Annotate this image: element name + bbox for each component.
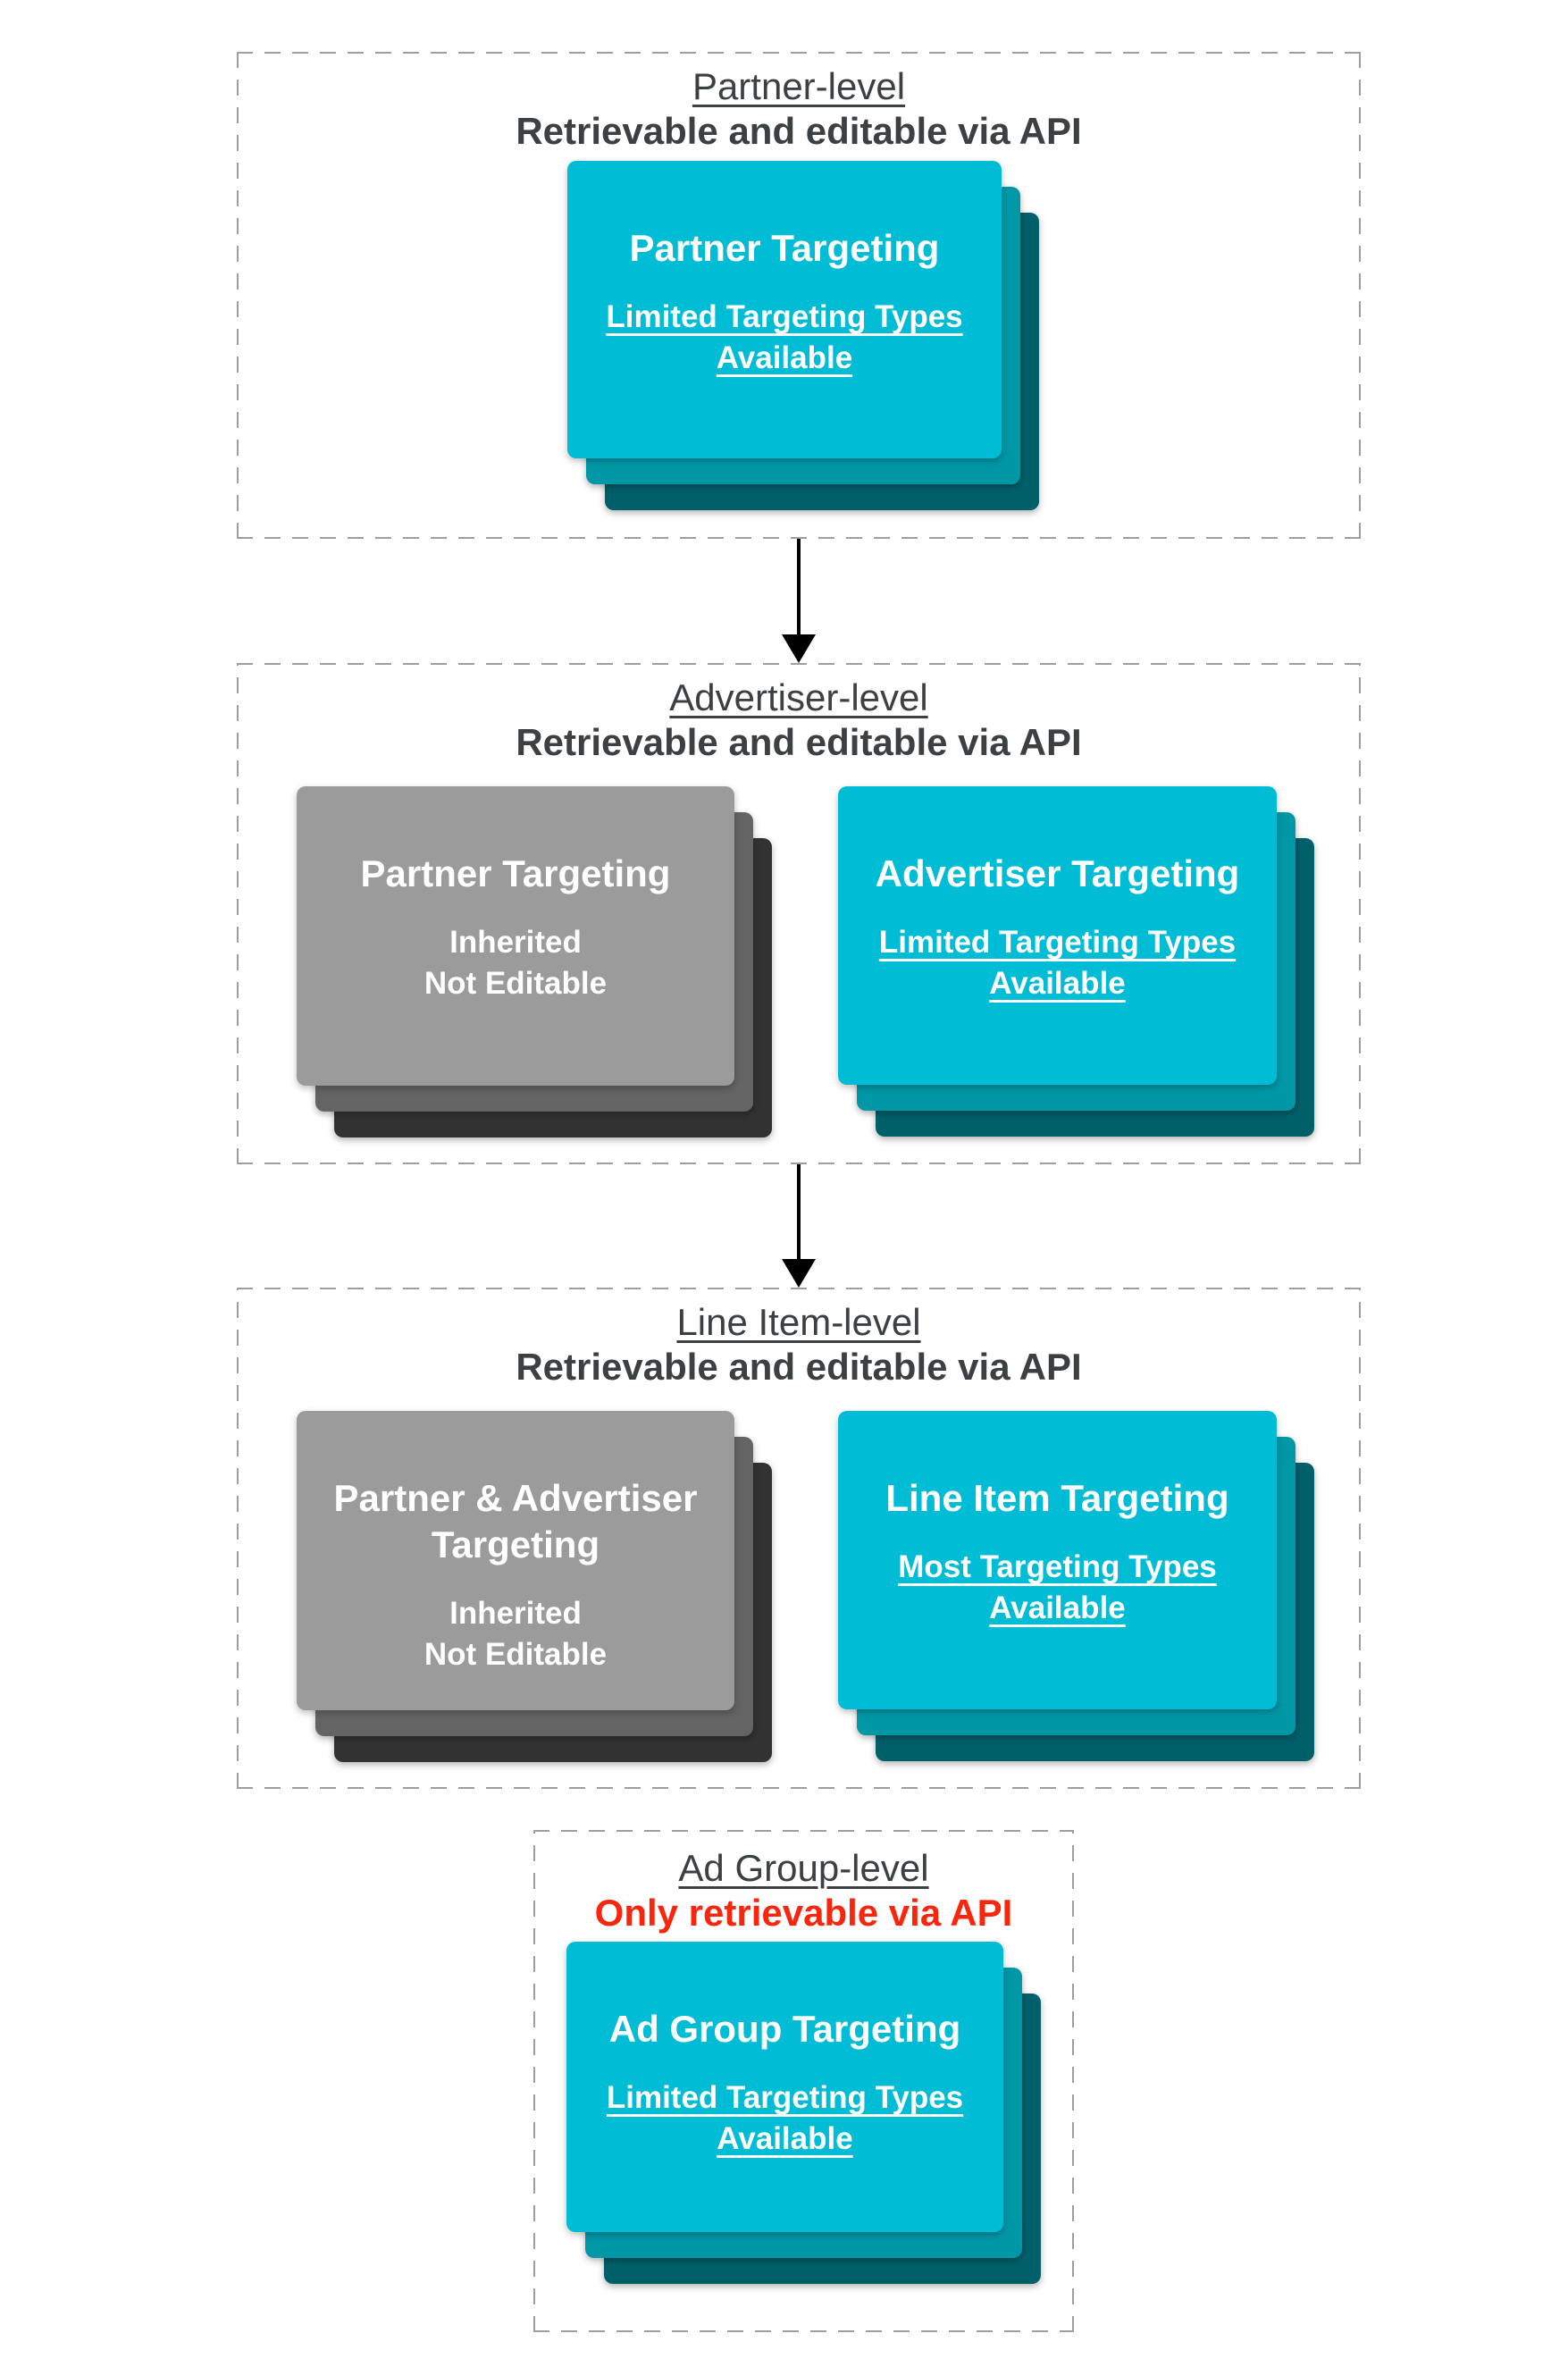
section-subtitle: Retrievable and editable via API <box>516 721 1082 763</box>
card-title: Advertiser Targeting <box>875 852 1240 894</box>
card-subtext: Inherited Not Editable <box>297 922 734 1004</box>
card-title: Partner & Advertiser Targeting <box>333 1477 698 1565</box>
arrow-head <box>782 634 816 663</box>
card-subtext-line: Available <box>717 2121 853 2156</box>
card-stack-partner-advertiser-targeting: Partner & Advertiser Targeting Inherited… <box>297 1411 772 1762</box>
card-stack-line-item-targeting: Line Item Targeting Most Targeting Types… <box>838 1411 1314 1761</box>
section-ad-group-level: Ad Group-level Only retrievable via API … <box>533 1830 1074 2332</box>
card-subtext: Limited Targeting Types Available <box>838 922 1277 1004</box>
card-title: Partner Targeting <box>629 227 940 269</box>
section-subtitle: Retrievable and editable via API <box>516 1346 1082 1388</box>
card-title: Ad Group Targeting <box>608 2008 961 2050</box>
section-title: Advertiser-level <box>669 676 928 718</box>
card-subtext-line: Not Editable <box>423 966 608 1001</box>
down-arrow-icon <box>782 539 816 663</box>
card-ad-group-targeting: Ad Group Targeting Limited Targeting Typ… <box>566 1942 1003 2232</box>
arrow-head <box>782 1259 816 1288</box>
card-subtext-line: Available <box>989 966 1126 1001</box>
card-subtext-line: Available <box>989 1591 1126 1625</box>
section-subtitle: Only retrievable via API <box>594 1892 1013 1934</box>
card-line-item-targeting: Line Item Targeting Most Targeting Types… <box>838 1411 1277 1709</box>
card-partner-advertiser-targeting: Partner & Advertiser Targeting Inherited… <box>297 1411 734 1710</box>
card-partner-targeting-inherited: Partner Targeting Inherited Not Editable <box>297 786 734 1086</box>
card-partner-targeting: Partner Targeting Limited Targeting Type… <box>567 161 1002 458</box>
section-title: Line Item-level <box>676 1301 921 1343</box>
card-subtext: Limited Targeting Types Available <box>567 297 1002 379</box>
card-stack-partner-targeting: Partner Targeting Limited Targeting Type… <box>567 161 1039 510</box>
card-subtext-line: Available <box>716 340 853 375</box>
card-title: Partner Targeting <box>360 852 671 894</box>
arrow-shaft <box>797 539 801 636</box>
card-stack-partner-targeting-inherited: Partner Targeting Inherited Not Editable <box>297 786 772 1137</box>
section-line-item-level: Line Item-level Retrievable and editable… <box>237 1288 1361 1789</box>
card-subtext-line: Most Targeting Types <box>898 1549 1217 1584</box>
arrow-shaft <box>797 1164 801 1261</box>
card-subtext: Most Targeting Types Available <box>838 1547 1277 1629</box>
card-subtext: Inherited Not Editable <box>297 1593 734 1675</box>
section-advertiser-level: Advertiser-level Retrievable and editabl… <box>237 663 1361 1164</box>
card-advertiser-targeting: Advertiser Targeting Limited Targeting T… <box>838 786 1277 1085</box>
section-subtitle: Retrievable and editable via API <box>516 110 1082 152</box>
section-partner-level: Partner-level Retrievable and editable v… <box>237 52 1361 539</box>
card-subtext-line: Inherited <box>449 925 582 960</box>
card-title: Line Item Targeting <box>885 1477 1229 1519</box>
card-subtext-line: Limited Targeting Types <box>878 925 1237 960</box>
card-stack-advertiser-targeting: Advertiser Targeting Limited Targeting T… <box>838 786 1314 1137</box>
card-subtext-line: Not Editable <box>423 1637 608 1672</box>
card-stack-ad-group-targeting: Ad Group Targeting Limited Targeting Typ… <box>566 1942 1041 2284</box>
section-title: Partner-level <box>692 65 906 107</box>
card-subtext-line: Limited Targeting Types <box>606 299 963 334</box>
card-subtext-line: Inherited <box>449 1596 582 1631</box>
card-subtext: Limited Targeting Types Available <box>566 2077 1003 2160</box>
card-subtext-line: Limited Targeting Types <box>606 2080 964 2115</box>
section-title: Ad Group-level <box>678 1847 929 1889</box>
down-arrow-icon <box>782 1164 816 1288</box>
